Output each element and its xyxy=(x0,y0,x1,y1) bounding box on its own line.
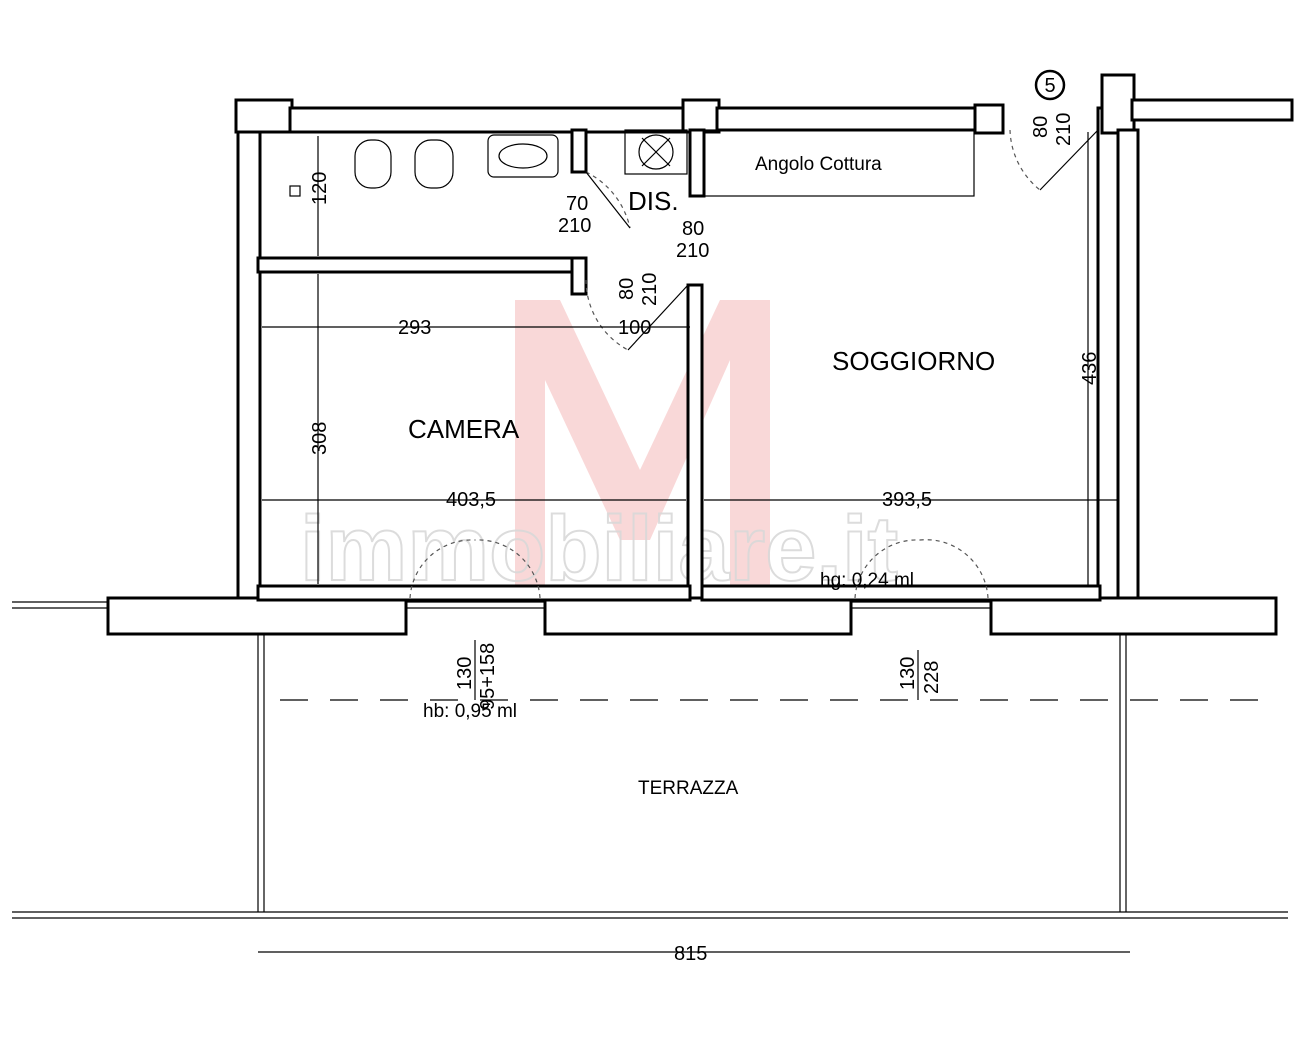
watermark: immobiliare.it xyxy=(299,300,899,601)
dimension-camera-height: 308 xyxy=(309,422,331,455)
door-dis-height: 210 xyxy=(676,240,709,262)
svg-text:5: 5 xyxy=(1044,75,1055,97)
door-entrance-height: 210 xyxy=(1053,113,1075,146)
window-lines xyxy=(12,601,991,609)
note-hb: hb: 0,95 ml xyxy=(423,701,517,722)
door-dis-width: 80 xyxy=(682,218,704,240)
dimension-camera-width: 403,5 xyxy=(446,489,496,511)
dimension-camera-width-top: 293 xyxy=(398,317,431,339)
door-camera-height: 210 xyxy=(639,273,661,306)
room-label-soggiorno: SOGGIORNO xyxy=(832,346,995,376)
stove-icon xyxy=(624,129,688,175)
dimension-lines xyxy=(258,132,1130,953)
window-camera-top: 130 xyxy=(454,657,476,690)
bidet-icon xyxy=(414,139,454,189)
drain-icon xyxy=(289,185,301,197)
walls xyxy=(106,73,1294,636)
dimension-total-width: 815 xyxy=(674,943,707,965)
door-bath-width: 70 xyxy=(566,193,588,215)
door-entrance-width: 80 xyxy=(1030,116,1052,138)
sink-icon xyxy=(487,134,559,178)
terrace xyxy=(12,634,1288,919)
window-soggiorno-bottom: 228 xyxy=(921,661,943,694)
unit-marker: 5 xyxy=(1034,69,1066,101)
note-hg: hg: 0,24 ml xyxy=(820,570,914,591)
door-camera-width: 80 xyxy=(616,278,638,300)
dimension-door-gap: 100 xyxy=(618,317,651,339)
room-label-terrazza: TERRAZZA xyxy=(638,778,739,799)
dimension-soggiorno-width: 393,5 xyxy=(882,489,932,511)
dimension-soggiorno-height: 436 xyxy=(1079,352,1101,385)
dimension-bath-height: 120 xyxy=(309,172,331,205)
door-bath-height: 210 xyxy=(558,215,591,237)
window-camera-bottom: 95+158 xyxy=(477,643,499,710)
bathroom-fixtures xyxy=(289,129,688,197)
window-soggiorno-top: 130 xyxy=(897,657,919,690)
room-label-camera: CAMERA xyxy=(408,414,520,444)
room-label-angolo-cottura: Angolo Cottura xyxy=(755,154,882,175)
watermark-text: immobiliare.it xyxy=(300,498,898,600)
room-label-dis: DIS. xyxy=(628,186,679,216)
door-swings xyxy=(409,129,1099,599)
toilet-icon xyxy=(354,139,392,189)
